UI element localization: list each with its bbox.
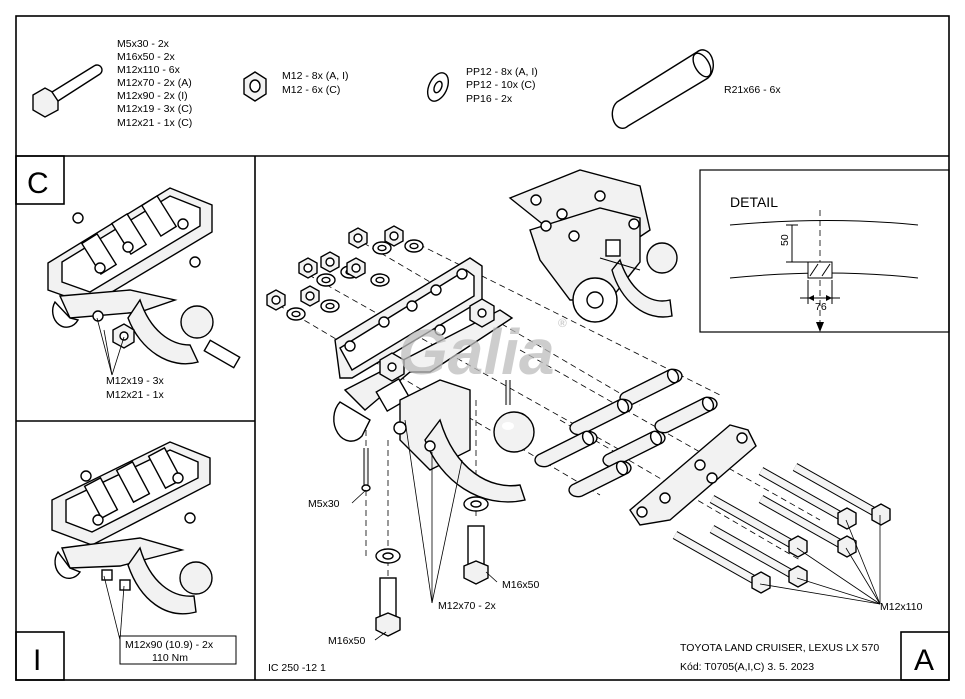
panel-c-leader-lines [96,317,125,376]
parts-nut-list: M12 - 8x (A, I) M12 - 6x (C) [282,70,351,96]
product-code-date: Kód: T0705(A,I,C) 3. 5. 2023 [680,661,814,673]
panel-a-letter-box [900,631,950,681]
panel-i-callout-line: 110 Nm [152,652,188,664]
panel-i-callout: M12x90 (10.9) - 2x 110 Nm [125,639,216,664]
parts-bolt-line: M12x21 - 1x (C) [117,117,192,129]
label-m16x50-left: M16x50 [328,635,366,647]
sheet-border [15,15,950,681]
detail-dim-vertical: 50 [779,234,791,246]
parts-washer-line: PP12 - 8x (A, I) [466,66,538,78]
watermark-registered-mark: ® [558,316,567,330]
parts-bolt-line: M12x70 - 2x (A) [117,77,192,89]
panel-c-letter: C [27,167,49,200]
panel-i-leader-lines [103,575,125,641]
parts-nut-line: M12 - 6x (C) [282,84,340,96]
parts-bolt-line: M12x110 - 6x [117,64,181,76]
detail-box [699,169,950,333]
parts-washer-list: PP12 - 8x (A, I) PP12 - 10x (C) PP16 - 2… [466,66,541,105]
label-m12x110: M12x110 [880,601,923,613]
panel-c-callout-line: M12x19 - 3x [106,375,165,387]
parts-bolt-list: M5x30 - 2x M16x50 - 2x M12x110 - 6x M12x… [117,38,195,129]
parts-washer-line: PP16 - 2x [466,93,513,105]
panel-i-towbar-drawing [51,441,213,615]
main-bracket-plate [333,257,535,503]
panel-i-letter-box [15,631,65,681]
rear-counter-plate [629,424,757,526]
panel-c-callout: M12x19 - 3x M12x21 - 1x [106,375,167,401]
panel-c-towbar-drawing [47,187,241,369]
parts-spacer-icon [611,49,714,129]
parts-washer-icon [426,72,450,102]
panel-i-letter: I [33,644,41,677]
panel-c-callout-line: M12x21 - 1x [106,389,165,401]
parts-bolt-line: M12x90 - 2x (I) [117,90,188,102]
panel-c-letter-box [15,155,65,205]
parts-bolt-line: M5x30 - 2x [117,38,170,50]
parts-spacer-label: R21x66 - 6x [724,84,781,96]
m16x50-bolts [375,496,489,637]
parts-bolt-line: M16x50 - 2x [117,51,176,63]
detail-title: DETAIL [730,194,778,210]
label-m12x70: M12x70 - 2x [438,600,497,612]
panel-i-callout-box [119,635,237,665]
parts-bolt-icon [32,64,103,118]
label-m5x30: M5x30 [308,498,340,510]
label-m16x50-right: M16x50 [502,579,540,591]
panel-i-callout-line: M12x90 (10.9) - 2x [125,639,214,651]
detail-dim-horizontal: 76 [815,301,827,313]
watermark-text: Galia [398,316,555,388]
drawing-code: IC 250 -12 1 [268,662,326,674]
parts-nut-icon [243,71,267,102]
panel-a-letter: A [914,644,934,677]
panel-a-leader-lines [351,419,881,641]
m5x30-screw [361,380,511,492]
parts-nut-line: M12 - 8x (A, I) [282,70,349,82]
detail-section-drawing [729,210,919,332]
galia-watermark: Galia ® [398,316,567,388]
assembled-towbar-preview [508,169,678,323]
vehicle-name: TOYOTA LAND CRUISER, LEXUS LX 570 [680,642,879,654]
parts-washer-line: PP12 - 10x (C) [466,79,535,91]
parts-bolt-line: M12x19 - 3x (C) [117,103,192,115]
